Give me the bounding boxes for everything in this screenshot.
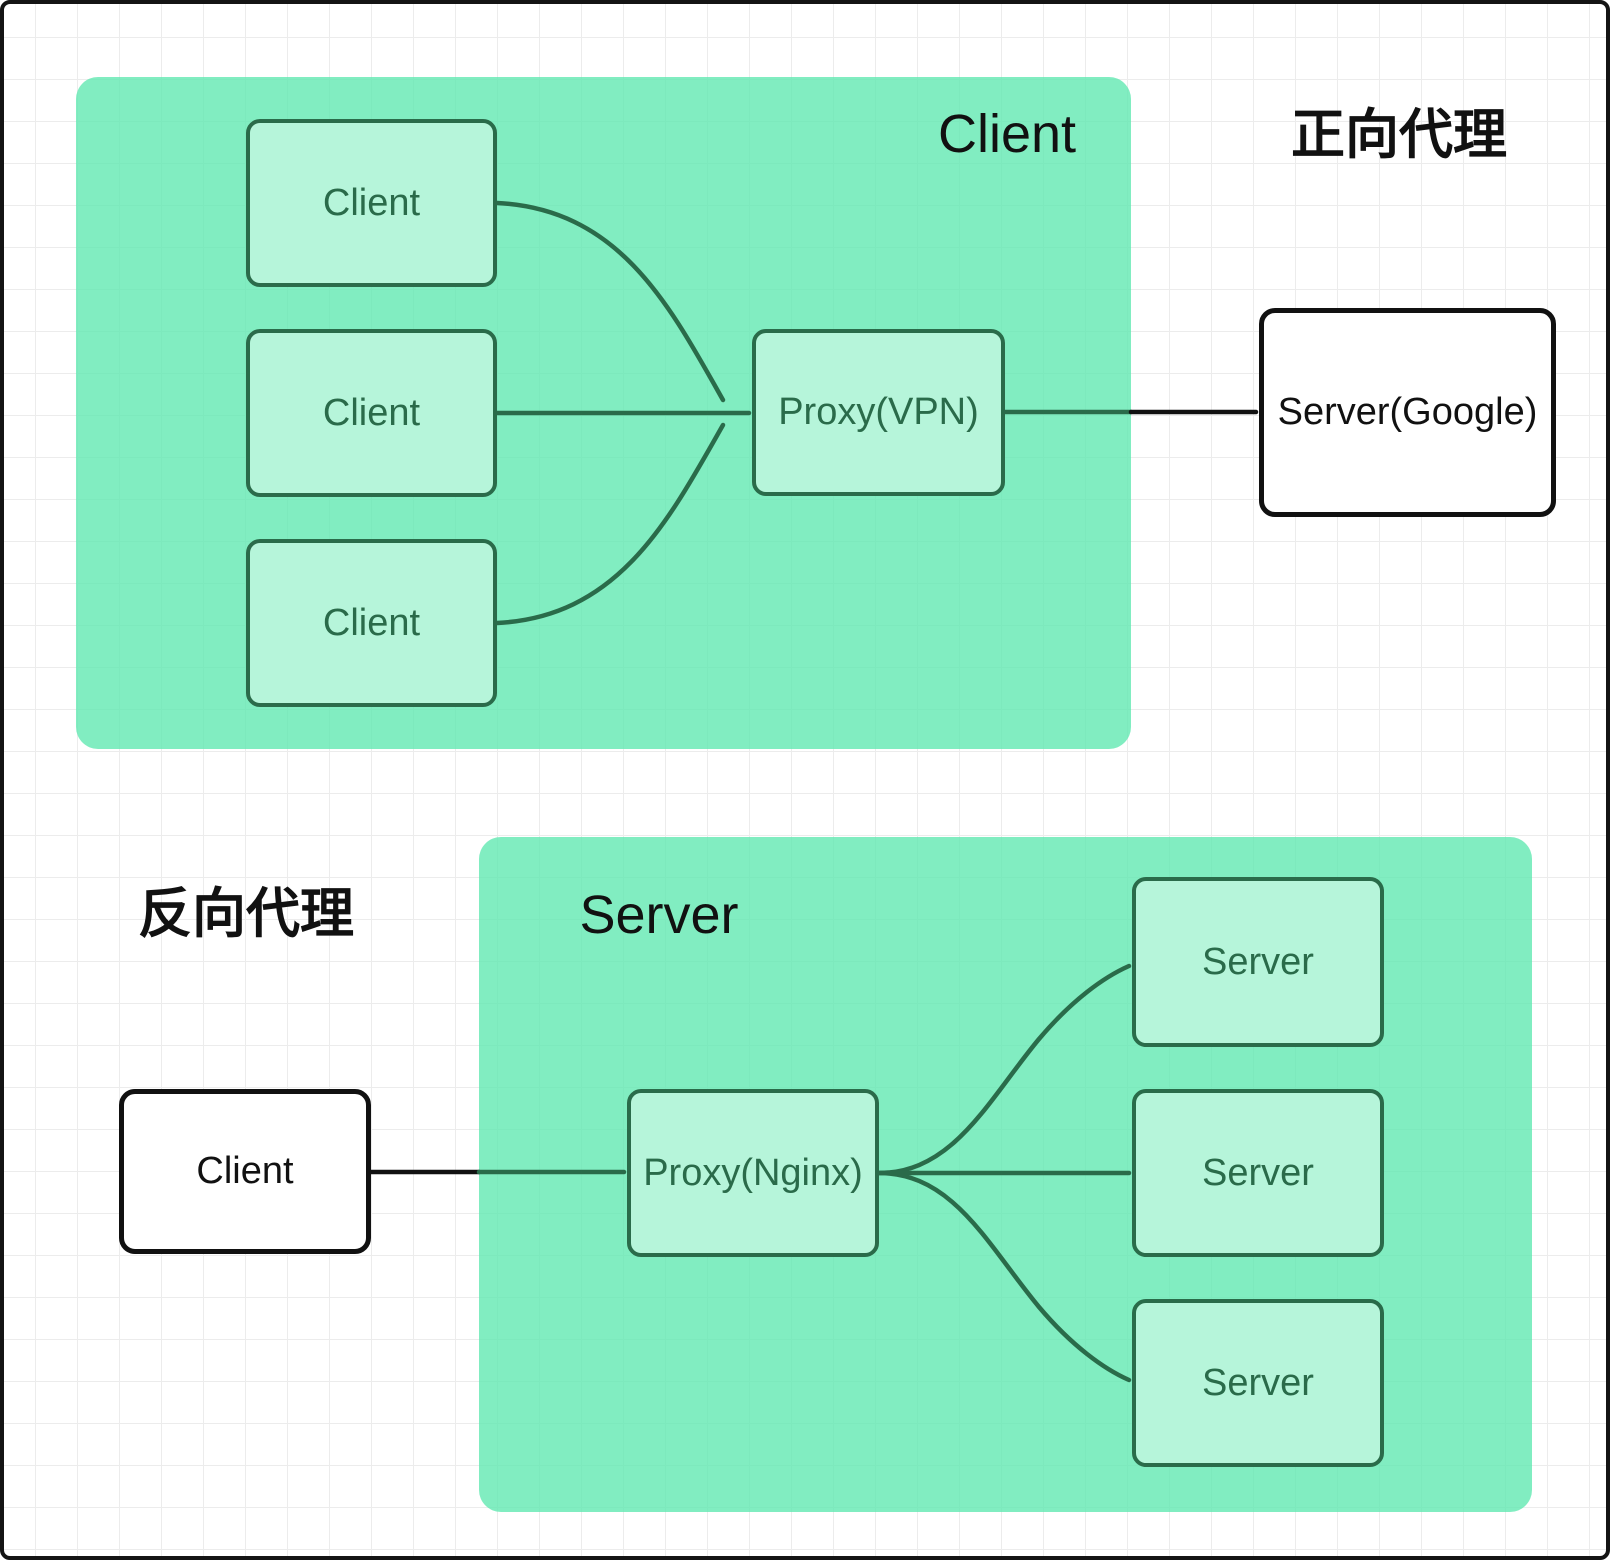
forward-group-label: Client [937,104,1077,164]
reverse-client-node-label: Client [196,1150,294,1192]
forward-proxy-node: Proxy(VPN) [752,329,1005,496]
google-server-node: Server(Google) [1259,308,1556,517]
server-node-2-label: Server [1202,1151,1314,1194]
reverse-client-node: Client [119,1089,371,1254]
client-node-1: Client [246,119,497,287]
reverse-proxy-node-label: Proxy(Nginx) [643,1151,863,1194]
google-server-node-label: Server(Google) [1277,391,1538,433]
reverse-proxy-node: Proxy(Nginx) [627,1089,879,1257]
server-node-3: Server [1132,1299,1384,1467]
forward-proxy-title: 正向代理 [1291,105,1507,165]
reverse-group-label: Server [579,885,739,945]
server-node-2: Server [1132,1089,1384,1257]
server-node-3-label: Server [1202,1361,1314,1404]
server-node-1-label: Server [1202,940,1314,983]
client-node-3-label: Client [322,601,421,644]
client-node-2-label: Client [322,391,421,434]
client-node-3: Client [246,539,497,707]
client-node-2: Client [246,329,497,497]
server-node-1: Server [1132,877,1384,1047]
client-node-1-label: Client [322,181,421,224]
forward-proxy-node-label: Proxy(VPN) [778,391,979,433]
reverse-proxy-title: 反向代理 [138,884,354,944]
